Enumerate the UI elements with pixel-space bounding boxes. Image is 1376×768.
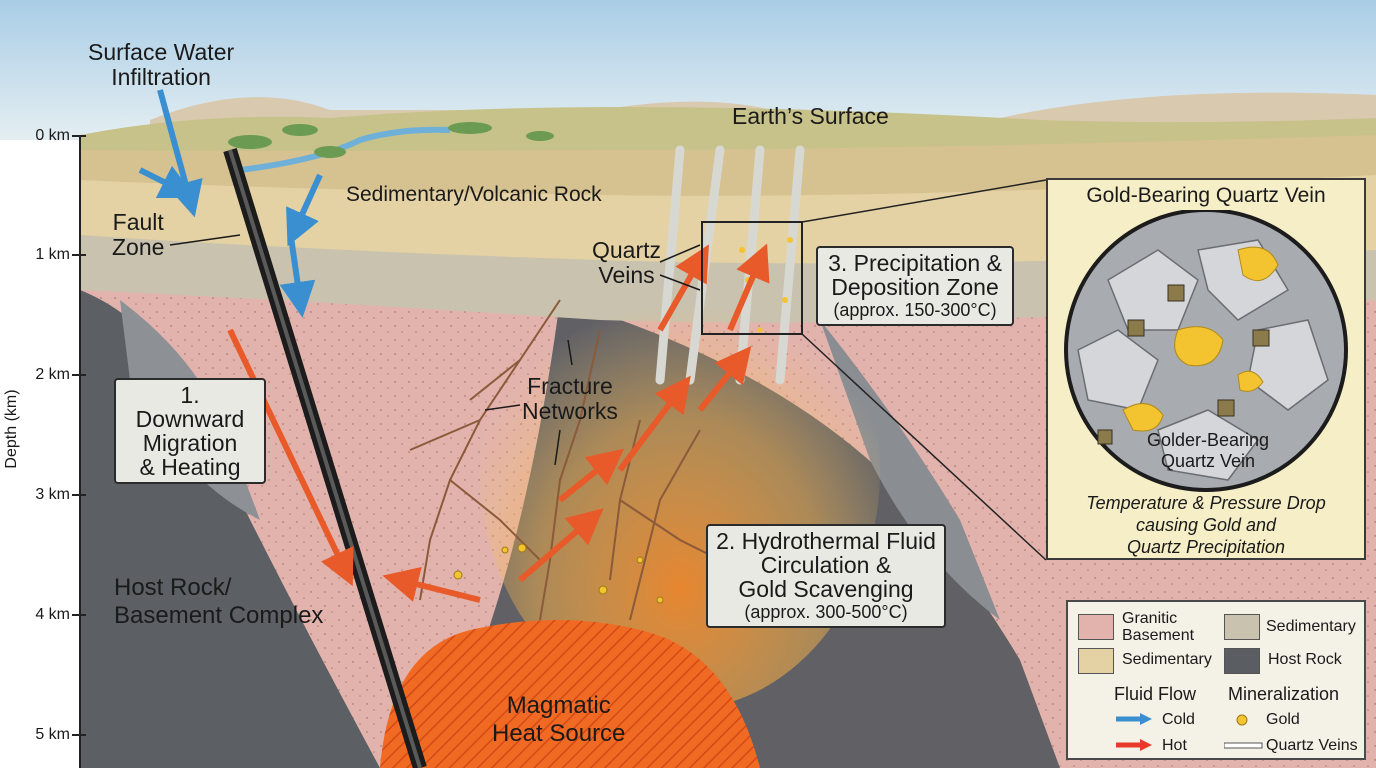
river [239, 126, 451, 173]
legend-sedimentary-b-label: Sedimentary [1122, 651, 1212, 668]
legend: Granitic Basement Sedimentary Sedimentar… [1066, 600, 1366, 760]
gold-nuggets [453, 543, 664, 604]
legend-gold-label: Gold [1266, 711, 1300, 728]
legend-swatch-sedimentary-b [1078, 648, 1114, 674]
legend-swatch-host-rock [1224, 648, 1260, 674]
zoom-line-top [801, 179, 1047, 223]
legend-hot-label: Hot [1162, 737, 1187, 754]
legend-cold-label: Cold [1162, 711, 1195, 728]
legend-cold-arrow-icon [1116, 713, 1152, 725]
depth-tick-2: 2 km [35, 366, 70, 383]
fracture-network [409, 299, 721, 621]
inset-title: Gold-Bearing Quartz Vein [1086, 184, 1326, 207]
legend-granitic-label: Granitic Basement [1122, 610, 1195, 644]
step2-callout: 2. Hydrothermal Fluid Circulation & Gold… [706, 524, 946, 628]
fault-zone [223, 147, 427, 768]
depth-axis-title: Depth (km) [3, 389, 20, 469]
sedimentary-volcanic-label: Sedimentary/Volcanic Rock [346, 183, 602, 206]
legend-swatch-sedimentary-a [1224, 614, 1260, 640]
inset-magnifier [1064, 210, 1348, 492]
legend-hot-arrow-icon [1116, 739, 1152, 751]
leader-lines [169, 234, 701, 466]
legend-quartz-veins-label: Quartz Veins [1266, 737, 1358, 754]
host-rock-label: Host Rock/ Basement Complex [114, 574, 324, 629]
inset-caption: Temperature & Pressure Drop causing Gold… [1086, 493, 1326, 557]
legend-swatch-granitic [1078, 614, 1114, 640]
step3-temp: (approx. 150-300°C) [833, 300, 997, 320]
depth-tick-1: 1 km [35, 246, 70, 263]
quartz-veins-label: Quartz Veins [592, 237, 662, 288]
step3-callout: 3. Precipitation & Deposition Zone (appr… [816, 246, 1014, 326]
depth-tick-5: 5 km [35, 726, 70, 743]
depth-tick-3: 3 km [35, 486, 70, 503]
zoom-line-bottom [801, 333, 1047, 561]
step1-callout: 1. Downward Migration & Heating [114, 378, 266, 484]
step3-title: 3. Precipitation & Deposition Zone [828, 250, 1002, 300]
earth-surface-label: Earth’s Surface [732, 103, 889, 129]
depth-tick-0: 0 km [35, 127, 70, 144]
depth-axis-ticks [72, 135, 86, 736]
zoom-box [701, 221, 803, 335]
vegetation [228, 122, 554, 158]
legend-sedimentary-a-label: Sedimentary [1266, 618, 1356, 635]
surface-water-label: Surface Water Infiltration [88, 39, 235, 90]
inset-inner-label: Golder-Bearing Quartz Vein [1146, 430, 1270, 471]
legend-gold-icon [1236, 714, 1248, 726]
legend-fluid-flow-header: Fluid Flow [1114, 684, 1197, 704]
fault-zone-label: Fault Zone [112, 209, 165, 260]
legend-host-rock-label: Host Rock [1268, 651, 1342, 668]
step2-title: 2. Hydrothermal Fluid Circulation & Gold… [716, 528, 936, 602]
magmatic-label: Magmatic Heat Source [492, 692, 626, 747]
depth-tick-4: 4 km [35, 606, 70, 623]
fracture-networks-label: Fracture Networks [522, 373, 618, 424]
cold-arrows [138, 89, 323, 318]
step2-temp: (approx. 300-500°C) [744, 602, 908, 622]
legend-quartz-vein-icon [1224, 742, 1263, 749]
gold-vein-inset: Gold-Bearing Quartz Vein [1046, 178, 1366, 560]
surface-land [80, 106, 1376, 151]
legend-mineralization-header: Mineralization [1228, 684, 1340, 704]
hot-arrows [227, 243, 770, 603]
magma-chamber [380, 620, 760, 768]
